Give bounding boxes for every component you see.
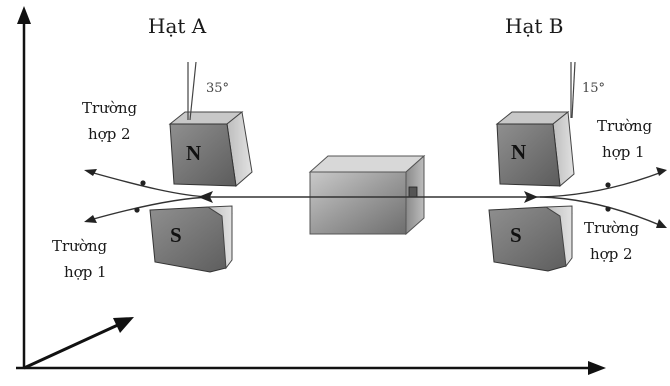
particle-b-title: Hạt B [505, 14, 563, 38]
coordinate-axes [16, 6, 606, 375]
case1-left-marker [134, 207, 140, 213]
case2-right-label-line1: Trường [584, 219, 640, 237]
case2-right-marker [605, 206, 611, 212]
magnet-north-right: N [495, 111, 575, 187]
angle-a-label: 35° [206, 81, 229, 96]
case1-right-label-line1: Trường [597, 117, 653, 135]
beam-arrowhead-right [524, 191, 538, 203]
case1-left-label-line2: hợp 1 [64, 263, 107, 281]
angle-b-label: 15° [582, 81, 605, 96]
magnet-north-left-label: N [186, 141, 201, 165]
y-axis-arrowhead [17, 6, 31, 24]
case2-left-arrowhead [84, 169, 97, 176]
case1-left-arrowhead [84, 215, 97, 223]
case2-right-arrowhead [656, 219, 667, 228]
source-aperture [408, 186, 418, 198]
trajectory-case2-right [539, 196, 663, 227]
case2-left-marker [140, 180, 146, 186]
beam-arrowhead-left [198, 191, 213, 203]
angle-indicator-b [570, 61, 576, 119]
case1-right-marker [605, 182, 611, 188]
angle-indicator-a [187, 61, 197, 121]
x-axis-arrowhead [588, 361, 606, 375]
magnet-north-right-label: N [511, 140, 526, 164]
trajectory-case2-left [89, 171, 211, 198]
source-box [308, 154, 426, 236]
magnet-north-left: N [168, 111, 253, 187]
case1-left-label-line1: Trường [52, 237, 108, 255]
case2-left-label-line1: Trường [82, 99, 138, 117]
case2-left-label-line2: hợp 2 [88, 125, 131, 143]
magnet-south-right-label: S [510, 223, 522, 247]
magnet-south-left: S [149, 205, 233, 273]
particle-a-title: Hạt A [148, 14, 207, 38]
case1-right-label-line2: hợp 1 [602, 143, 645, 161]
z-axis [23, 322, 121, 370]
trajectories-right [539, 171, 663, 227]
trajectory-case1-right [539, 171, 663, 198]
z-axis-arrowhead [113, 317, 134, 333]
case1-right-arrowhead [656, 167, 667, 176]
case2-right-label-line2: hợp 2 [590, 245, 633, 263]
magnet-south-left-label: S [170, 223, 182, 247]
magnet-south-right: S [488, 205, 573, 272]
